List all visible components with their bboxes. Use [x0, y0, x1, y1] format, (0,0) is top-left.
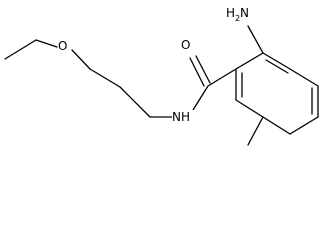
bond-ring-c8-c2: [235, 99, 264, 118]
bond-ring-c1-c2: [207, 68, 237, 87]
ether-oxygen-mask: [58, 39, 70, 53]
bond-ring-methyl: [247, 116, 264, 146]
carbonyl-oxygen-label: O: [181, 38, 190, 52]
amine-subscript-label: 2: [235, 14, 240, 23]
bond-propyl-c1-c2: [89, 68, 121, 88]
bond-carbonyl-double-left: [189, 57, 205, 87]
bond-propyl-c2-c3: [119, 86, 151, 118]
amine-h-label: H: [226, 6, 235, 20]
bond-ring-c3-c4: [262, 52, 291, 70]
bond-o-propyl-c1: [71, 49, 91, 70]
bond-ring-c6-c7: [289, 116, 319, 135]
bond-ring-c4-c5: [289, 68, 319, 87]
bond-carbonyl-double-right: [195, 55, 211, 84]
amine-mask: [226, 6, 250, 22]
bond-n-carbonyl-c: [192, 85, 209, 111]
bond-ring-amine: [247, 25, 264, 54]
chemical-structure-diagram: O O NH H 2 N: [4, 6, 319, 146]
ether-oxygen-label: O: [58, 39, 67, 53]
bond-ethyl-ch2-o: [35, 39, 58, 48]
carbonyl-oxygen-mask: [181, 38, 193, 52]
bond-ring-c7-c8: [262, 116, 291, 135]
amide-nh-label: NH: [172, 110, 190, 124]
amine-n-label: N: [240, 6, 249, 20]
bond-ethyl-ch3-ch2: [4, 39, 37, 60]
amide-nh-mask: [172, 110, 195, 124]
bond-ring-c2-c3: [235, 52, 264, 70]
bond-ring-inner-2: [265, 59, 289, 74]
